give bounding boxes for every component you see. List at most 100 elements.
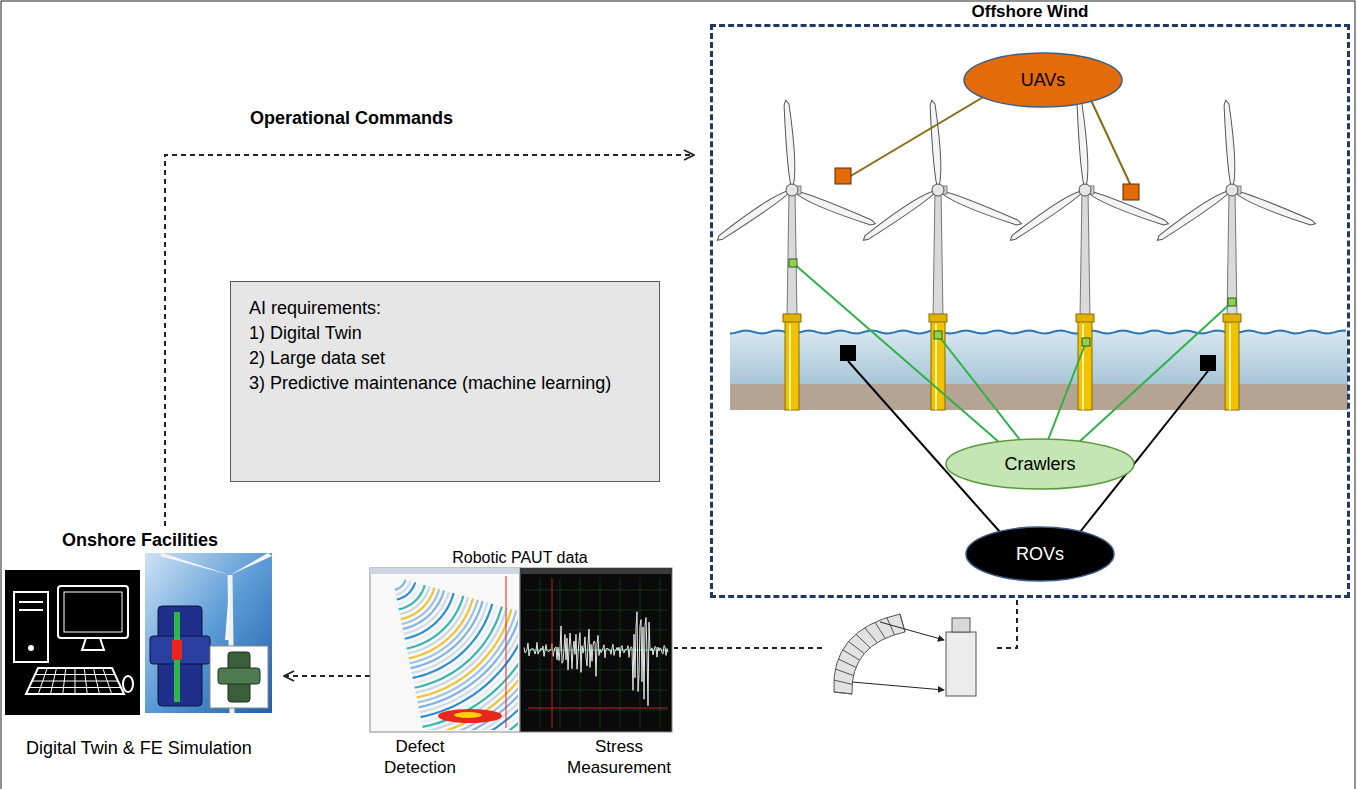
uav-links bbox=[835, 96, 1139, 200]
list-item: 1) Digital Twin bbox=[249, 321, 641, 346]
probe-element-line bbox=[875, 622, 885, 638]
scan-arc bbox=[432, 629, 518, 730]
node-label: Crawlers bbox=[1004, 453, 1075, 475]
probe-element-line bbox=[838, 659, 856, 667]
probe-pointer bbox=[880, 622, 944, 640]
sea-surface bbox=[730, 331, 1346, 334]
probe-element-line bbox=[843, 650, 860, 660]
probe-pointer bbox=[852, 682, 944, 690]
keyboard-keys bbox=[29, 668, 121, 694]
paut-probe bbox=[826, 606, 994, 706]
fe-inset-flange bbox=[218, 668, 260, 684]
grid-line bbox=[660, 578, 661, 728]
scan-arc bbox=[404, 592, 449, 634]
crawler-link-line bbox=[938, 335, 1020, 440]
grid-line bbox=[524, 590, 668, 591]
data-flow-arrow bbox=[284, 675, 370, 677]
region-title: Offshore Wind bbox=[713, 2, 1347, 22]
wind-turbine bbox=[1008, 100, 1170, 410]
probe-element-line bbox=[834, 680, 852, 684]
grid-line bbox=[524, 710, 668, 711]
scan-arc bbox=[428, 624, 518, 730]
uav-marker bbox=[835, 168, 851, 184]
wind-turbine bbox=[861, 100, 1023, 410]
scan-arc bbox=[429, 625, 518, 730]
fe-simulation-image bbox=[145, 553, 272, 713]
scan-arc bbox=[427, 623, 518, 730]
signal-line bbox=[524, 612, 668, 706]
node-label: UAVs bbox=[1021, 69, 1066, 91]
node-label: ROVs bbox=[1016, 543, 1064, 565]
probe-connector bbox=[952, 618, 970, 632]
defect-indication bbox=[454, 712, 482, 718]
wind-turbine bbox=[1155, 100, 1317, 410]
image-caption: Defect Detection bbox=[372, 736, 468, 778]
sea-water bbox=[730, 332, 1348, 384]
wind-turbine bbox=[715, 100, 877, 410]
crawler-marker bbox=[789, 259, 797, 267]
crawler-marker bbox=[1228, 298, 1236, 306]
command-flow-arrow bbox=[165, 155, 694, 526]
probe-element-line bbox=[865, 628, 877, 643]
gate-line bbox=[552, 578, 553, 728]
grid-line bbox=[524, 610, 668, 611]
fe-inset bbox=[210, 646, 268, 708]
monitor-stand bbox=[82, 638, 104, 650]
scan-arc bbox=[426, 621, 518, 730]
fe-stress-hotspot bbox=[172, 640, 182, 660]
fe-blade bbox=[160, 553, 230, 575]
ellipse-shape bbox=[946, 439, 1134, 489]
crawler-marker bbox=[1082, 338, 1090, 346]
key-line bbox=[75, 668, 76, 694]
list-item: 2) Large data set bbox=[249, 346, 641, 371]
key-line bbox=[51, 668, 57, 694]
key-line bbox=[94, 668, 100, 694]
monitor bbox=[58, 586, 128, 638]
scan-arc bbox=[395, 580, 406, 590]
rov-ellipse: ROVs bbox=[965, 526, 1115, 582]
scan-arc bbox=[422, 616, 518, 722]
scan-arc bbox=[398, 584, 420, 605]
key-line bbox=[103, 668, 112, 694]
crawler-marker bbox=[934, 331, 942, 339]
image-caption: Robotic PAUT data bbox=[420, 547, 620, 568]
key-line bbox=[84, 668, 87, 694]
probe-ground bbox=[826, 606, 994, 706]
wave-line bbox=[730, 331, 1346, 334]
fe-ground bbox=[145, 553, 272, 713]
scan-toolbar bbox=[370, 568, 520, 574]
gate-line bbox=[528, 708, 668, 709]
signal-toolbar bbox=[520, 568, 672, 574]
crawler-links bbox=[793, 263, 1232, 443]
signal-panel bbox=[520, 568, 672, 732]
rov-marker bbox=[840, 345, 856, 361]
drive-slot bbox=[19, 601, 43, 603]
list-item: 3) Predictive maintenance (machine learn… bbox=[249, 371, 641, 396]
fe-blade bbox=[230, 553, 272, 575]
section-label: Onshore Facilities bbox=[62, 530, 272, 551]
scan-arc bbox=[400, 586, 430, 614]
key-line bbox=[38, 668, 47, 694]
uav-link-line bbox=[1090, 98, 1131, 186]
rov-marker bbox=[1200, 355, 1216, 371]
ellipse-shape bbox=[964, 53, 1122, 107]
drive-slot bbox=[19, 609, 43, 611]
defect-indication bbox=[438, 709, 502, 723]
probe-element-line bbox=[856, 634, 870, 648]
requirements-box: AI requirements:1) Digital Twin2) Large … bbox=[230, 281, 660, 482]
power-button bbox=[28, 645, 34, 651]
flow-label: Operational Commands bbox=[250, 108, 490, 129]
scan-arc bbox=[424, 619, 518, 730]
uav-marker bbox=[1123, 184, 1139, 200]
computer-icon bbox=[5, 570, 140, 715]
image-caption: Stress Measurement bbox=[558, 736, 680, 778]
pc-tower bbox=[14, 592, 48, 662]
ellipse-shape bbox=[966, 527, 1114, 581]
crawler-link-line bbox=[1048, 342, 1086, 440]
grid-line bbox=[524, 690, 668, 691]
crawler-link-line bbox=[1078, 302, 1232, 443]
key-line bbox=[63, 668, 66, 694]
